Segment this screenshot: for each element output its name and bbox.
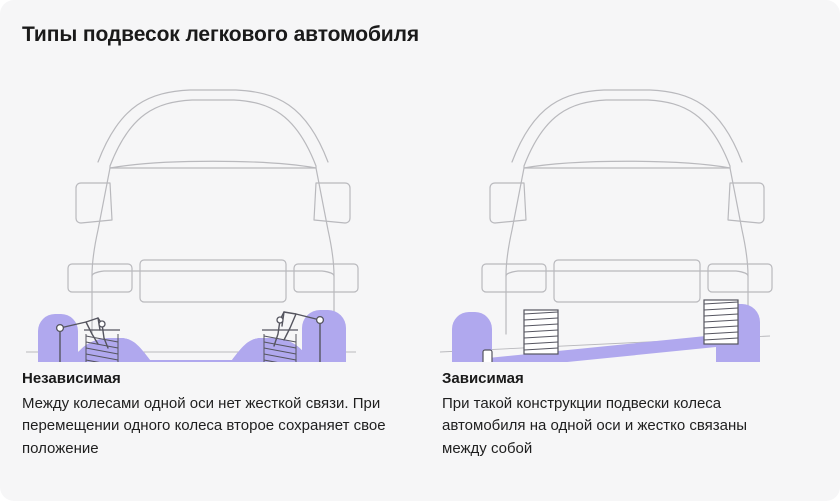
dependent-suspension-illustration [439, 89, 773, 362]
joint-upper-right [315, 315, 325, 325]
control-arm-assembly-right [273, 311, 321, 362]
car-body-outline [67, 89, 359, 335]
wheel-right [302, 310, 346, 362]
joint-knuckle-left [98, 320, 106, 328]
caption-body-independent: Между колесами одной оси нет жесткой свя… [22, 394, 386, 458]
independent-suspension-illustration [26, 89, 359, 362]
caption-independent: Независимая Между колесами одной оси нет… [0, 368, 420, 461]
coil-spring-left [84, 329, 120, 362]
coil-spring-right [262, 329, 298, 362]
axle-bushing-left [482, 349, 493, 362]
joint-knuckle-right [276, 316, 284, 324]
caption-dependent: Зависимая При такой конструкции подвески… [420, 368, 840, 461]
beam-axle [488, 334, 726, 362]
subframe-crossmember-fill [74, 338, 308, 362]
caption-heading-independent: Независимая [22, 370, 121, 387]
wheel-left [452, 312, 492, 362]
caption-row: Независимая Между колесами одной оси нет… [0, 368, 840, 461]
page-title: Типы подвесок легкового автомобиля [22, 23, 420, 46]
coil-spring-right [703, 299, 739, 345]
illustration-panels [0, 62, 840, 362]
caption-body-dependent: При такой конструкции подвески колеса ав… [442, 394, 748, 458]
car-body-outline [481, 89, 773, 335]
caption-heading-dependent: Зависимая [442, 370, 524, 387]
wheel-left [38, 314, 78, 362]
panel-dependent-suspension [420, 62, 840, 362]
joint-upper-left [55, 323, 65, 333]
panel-independent-suspension [0, 62, 420, 362]
coil-spring-left [523, 309, 559, 355]
